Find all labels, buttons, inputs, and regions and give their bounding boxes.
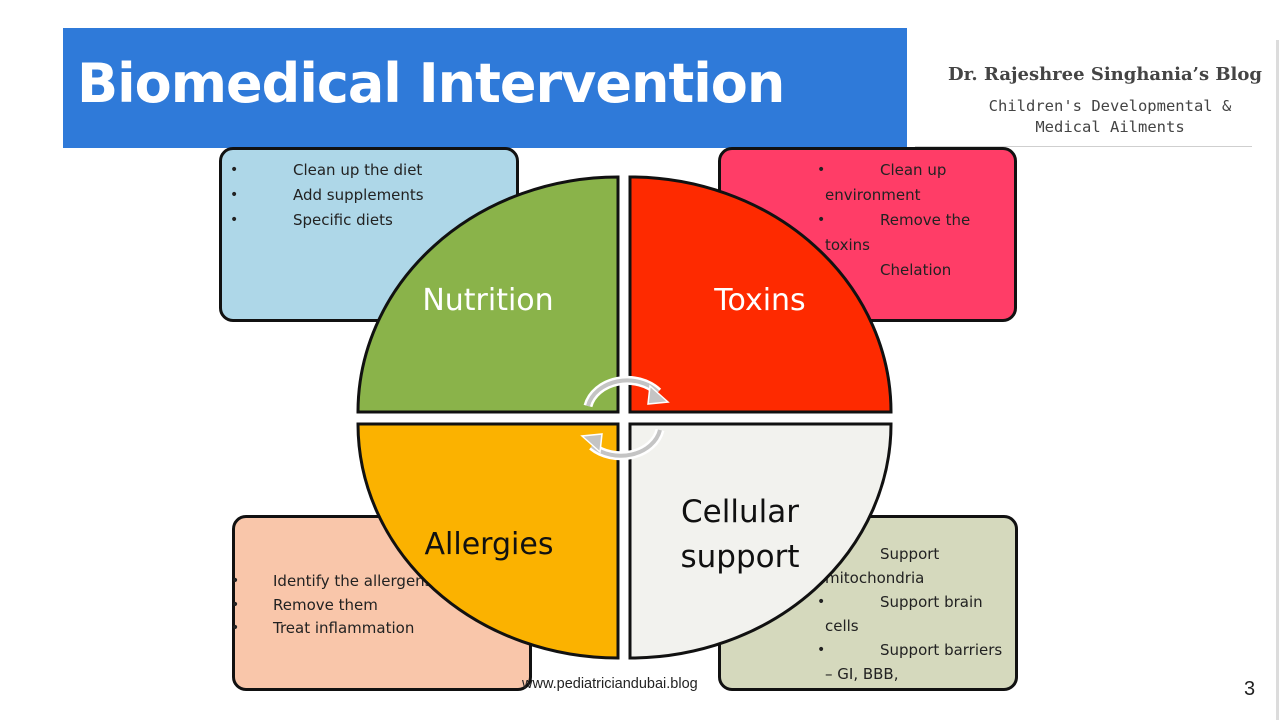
nutrition-bullet: Specific diets	[230, 208, 428, 233]
blog-subtitle: Children's Developmental & Medical Ailme…	[965, 96, 1255, 138]
blog-subtitle-line-2: Medical Ailments	[1035, 118, 1185, 136]
blog-name: Dr. Rajeshree Singhania’s Blog	[947, 64, 1262, 85]
allergies-label: Allergies	[425, 527, 554, 562]
page-number: 3	[1244, 678, 1256, 700]
nutrition-label: Nutrition	[422, 283, 553, 318]
slide-edge	[1276, 40, 1279, 720]
allergies-bullet: Identify the allergens	[231, 570, 463, 594]
title-banner: Biomedical Intervention	[63, 28, 907, 148]
allergies-bullet: Treat inflammation	[231, 617, 463, 641]
toxins-bullet-list: Clean up environment Remove the toxins C…	[721, 150, 1005, 283]
footer-url: www.pediatriciandubai.blog	[522, 676, 698, 692]
allergies-quadrant	[356, 422, 620, 660]
cycle-arrows-icon	[580, 375, 670, 461]
toxins-bullet: Clean up environment	[817, 158, 1005, 208]
cellular-label-line-1: Cellular	[681, 494, 799, 530]
slide-title: Biomedical Intervention	[77, 52, 785, 115]
nutrition-bullet: Add supplements	[230, 183, 428, 208]
cellular-label-line-2: support	[680, 539, 799, 575]
allergies-bullet-list: Identify the allergens Remove them Treat…	[231, 518, 463, 641]
toxins-quadrant	[628, 175, 893, 414]
blog-subtitle-line-1: Children's Developmental &	[988, 97, 1232, 115]
cellular-bullet: Support barriers – GI, BBB,	[817, 638, 1005, 686]
nutrition-bullet: Clean up the diet	[230, 158, 428, 183]
cellular-bullet: Support brain cells	[817, 590, 1005, 638]
nutrition-bullet-list: Clean up the diet Add supplements Specif…	[222, 150, 428, 233]
header-divider	[915, 146, 1252, 147]
nutrition-quadrant	[356, 175, 620, 414]
cellular-quadrant	[628, 422, 893, 660]
allergies-bullet: Remove them	[231, 594, 463, 618]
toxins-label: Toxins	[713, 283, 805, 318]
toxins-bullet: Remove the toxins	[817, 208, 1005, 258]
